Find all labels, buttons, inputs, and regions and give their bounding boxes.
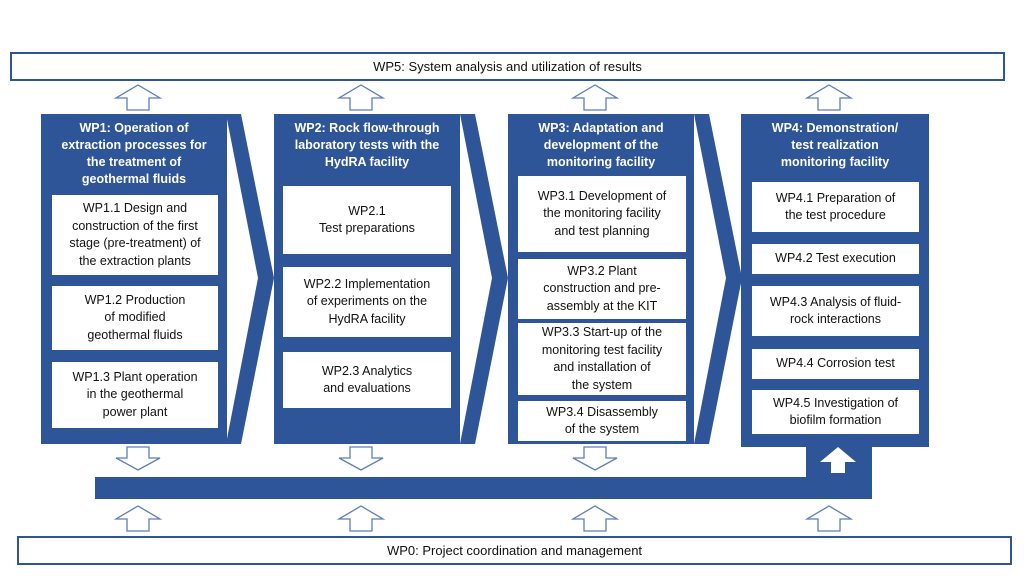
wp3-task-1: WP3.1 Development of the monitoring faci… [518, 176, 686, 252]
wp4-task-4: WP4.4 Corrosion test [752, 349, 919, 379]
wp1-task-2: WP1.2 Production of modified geothermal … [52, 286, 218, 350]
up-arrow-icon-wp4-wp5 [804, 84, 854, 111]
down-arrow-icon-wp1 [115, 446, 161, 471]
wp2-title: WP2: Rock flow-through laboratory tests … [294, 121, 440, 169]
wp4-task-1: WP4.1 Preparation of the test procedure [752, 182, 919, 232]
chevron-arrow-wp3-wp4 [694, 114, 742, 444]
wp1-task-1: WP1.1 Design and construction of the fir… [52, 195, 218, 275]
wp5-band: WP5: System analysis and utilization of … [10, 52, 1005, 81]
wp2-task-3: WP2.3 Analytics and evaluations [283, 352, 451, 408]
wp2-task-1: WP2.1 Test preparations [283, 186, 451, 254]
wp3-column: WP3: Adaptation and development of the m… [508, 114, 694, 444]
wp3-task-3: WP3.3 Start-up of the monitoring test fa… [518, 323, 686, 395]
wp2-task-2: WP2.2 Implementation of experiments on t… [283, 267, 451, 337]
wp5-label: WP5: System analysis and utilization of … [373, 59, 642, 74]
chevron-arrow-wp2-wp3 [460, 114, 508, 444]
white-up-arrow-icon [820, 447, 856, 473]
chevron-arrow-wp1-wp2 [226, 114, 274, 444]
wp4-task-2: WP4.2 Test execution [752, 244, 919, 274]
feedback-bar [95, 477, 872, 499]
down-arrow-icon-wp3 [572, 446, 618, 471]
wp3-task-2: WP3.2 Plant construction and pre- assemb… [518, 259, 686, 319]
up-arrow-icon-wp3-wp5 [570, 84, 620, 111]
wp0-label: WP0: Project coordination and management [386, 543, 643, 558]
wp4-title: WP4: Demonstration/ test realization mon… [771, 121, 899, 169]
wp4-task-5: WP4.5 Investigation of biofilm formation [752, 390, 919, 434]
wp1-task-3: WP1.3 Plant operation in the geothermal … [52, 362, 218, 428]
wp4-column: WP4: Demonstration/ test realization mon… [741, 114, 929, 447]
wp3-task-4: WP3.4 Disassembly of the system [518, 401, 686, 441]
up-arrow-icon-wp0-4 [804, 505, 854, 532]
wp0-band: WP0: Project coordination and management [17, 536, 1012, 565]
down-arrow-icon-wp2 [338, 446, 384, 471]
up-arrow-icon-wp0-2 [336, 505, 386, 532]
up-arrow-icon-wp0-1 [113, 505, 163, 532]
wp1-title: WP1: Operation of extraction processes f… [61, 121, 207, 186]
wp1-column: WP1: Operation of extraction processes f… [41, 114, 227, 444]
up-arrow-icon-wp2-wp5 [336, 84, 386, 111]
up-arrow-icon-wp1-wp5 [113, 84, 163, 111]
up-arrow-icon-wp0-3 [570, 505, 620, 532]
wp3-title: WP3: Adaptation and development of the m… [538, 121, 664, 169]
wp2-column: WP2: Rock flow-through laboratory tests … [274, 114, 460, 444]
wp4-task-3: WP4.3 Analysis of fluid- rock interactio… [752, 286, 919, 336]
